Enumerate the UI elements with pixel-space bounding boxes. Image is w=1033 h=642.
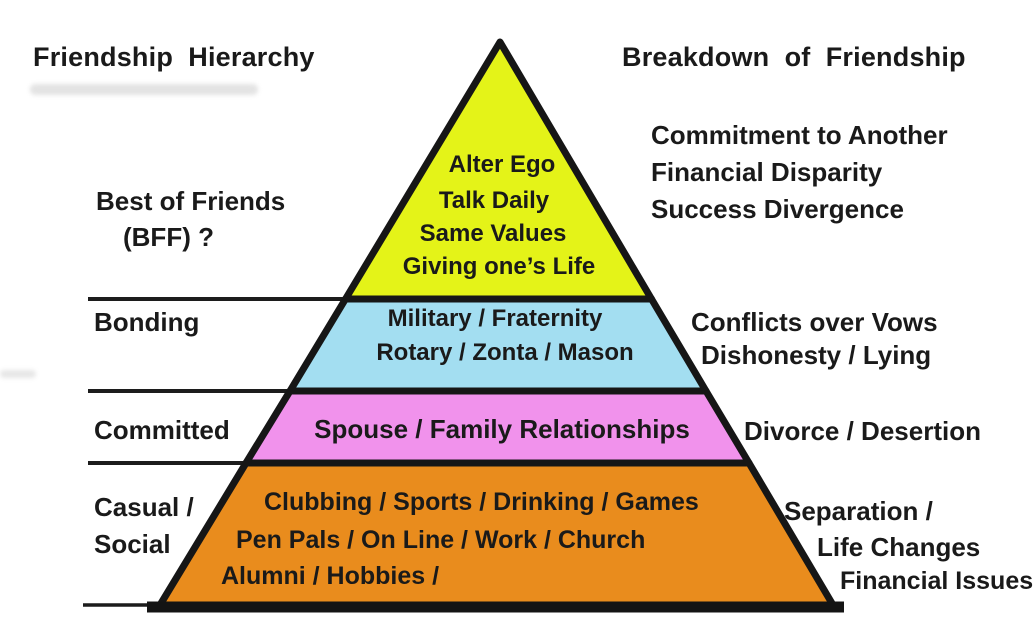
tier4-line-clubbing-sports: Clubbing / Sports / Drinking / Games [264, 488, 699, 516]
left-title: Friendship Hierarchy [33, 42, 315, 72]
breakdown-casual-line-3: Financial Issues [840, 567, 1033, 595]
breakdown-bonding-line-1: Conflicts over Vows [691, 307, 938, 337]
right-title: Breakdown of Friendship [622, 42, 966, 72]
tier2-line-military-fraternity: Military / Fraternity [387, 305, 603, 332]
left-label-bonding: Bonding [94, 307, 200, 337]
left-label-bff: (BFF) ? [123, 222, 214, 252]
tier4-line-pen-pals: Pen Pals / On Line / Work / Church [236, 526, 646, 554]
breakdown-casual-line-2: Life Changes [817, 532, 981, 562]
tier4-line-alumni-hobbies: Alumni / Hobbies / [221, 562, 440, 590]
tier1-line-talk-daily: Talk Daily [438, 187, 550, 214]
tier1-line-same-values: Same Values [419, 220, 567, 247]
breakdown-bff-line-2: Financial Disparity [651, 157, 883, 187]
breakdown-casual-line-1: Separation / [784, 496, 933, 526]
breakdown-bff-line-1: Commitment to Another [651, 120, 948, 150]
left-label-social: Social [94, 529, 171, 559]
left-label-committed: Committed [94, 415, 230, 445]
scan-smudge [30, 84, 258, 95]
tier2-line-rotary-zonta-mason: Rotary / Zonta / Mason [376, 339, 634, 366]
left-label-best-of-friends: Best of Friends [96, 186, 286, 216]
tier1-line-alter-ego: Alter Ego [448, 151, 556, 178]
tier1-line-giving-ones-life: Giving one’s Life [402, 253, 596, 280]
breakdown-bonding-line-2: Dishonesty / Lying [701, 340, 932, 370]
breakdown-bff-line-3: Success Divergence [651, 194, 904, 224]
scan-smudge [0, 370, 36, 378]
tier3-line-spouse-family: Spouse / Family Relationships [314, 414, 690, 444]
breakdown-committed-line-1: Divorce / Desertion [744, 416, 981, 446]
left-label-casual: Casual / [94, 492, 194, 522]
